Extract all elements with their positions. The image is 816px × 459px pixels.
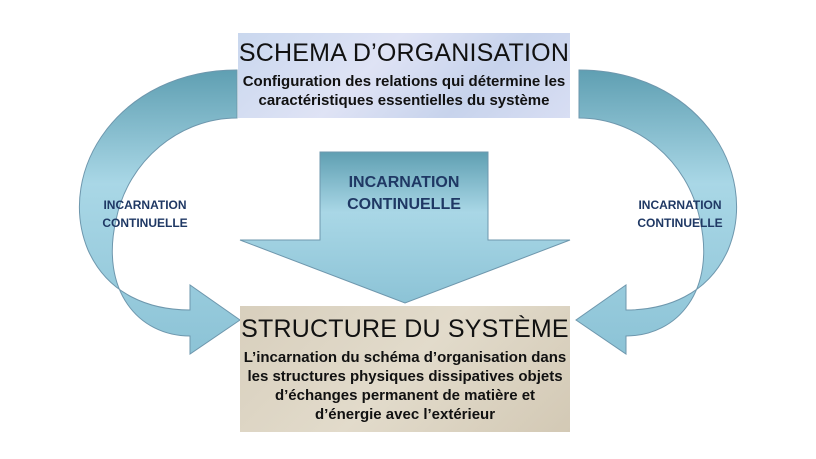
desc-line: caractéristiques essentielles du système: [258, 92, 550, 109]
schema-title: SCHEMA D’ORGANISATION: [238, 39, 570, 67]
desc-line: L’incarnation du schéma d’organisation d…: [243, 349, 567, 366]
desc-line: Configuration des relations qui détermin…: [242, 73, 566, 90]
schema-description: Configuration des relations qui détermin…: [238, 72, 570, 110]
label-line: INCARNATION: [348, 174, 460, 191]
left-arrow-label: INCARNATION CONTINUELLE: [80, 196, 210, 232]
label-line: INCARNATION: [638, 198, 722, 212]
label-line: INCARNATION: [103, 198, 187, 212]
structure-title: STRUCTURE DU SYSTÈME: [241, 315, 569, 343]
desc-line: les structures physiques dissipatives ob…: [247, 368, 563, 385]
label-line: CONTINUELLE: [102, 216, 188, 230]
schema-organisation-box: SCHEMA D’ORGANISATION Configuration des …: [238, 33, 570, 118]
structure-systeme-box: STRUCTURE DU SYSTÈME L’incarnation du sc…: [240, 306, 570, 432]
label-line: CONTINUELLE: [347, 196, 461, 213]
right-arrow-label: INCARNATION CONTINUELLE: [615, 196, 745, 232]
desc-line: d’énergie avec l’extérieur: [314, 406, 496, 423]
left-curved-arrow: [78, 69, 241, 355]
desc-line: d’échanges permanent de matière et: [274, 387, 536, 404]
structure-description: L’incarnation du schéma d’organisation d…: [240, 348, 570, 424]
center-arrow-label: INCARNATION CONTINUELLE: [320, 172, 488, 216]
label-line: CONTINUELLE: [637, 216, 723, 230]
center-down-arrow: [239, 151, 571, 304]
right-curved-arrow: [575, 69, 738, 355]
